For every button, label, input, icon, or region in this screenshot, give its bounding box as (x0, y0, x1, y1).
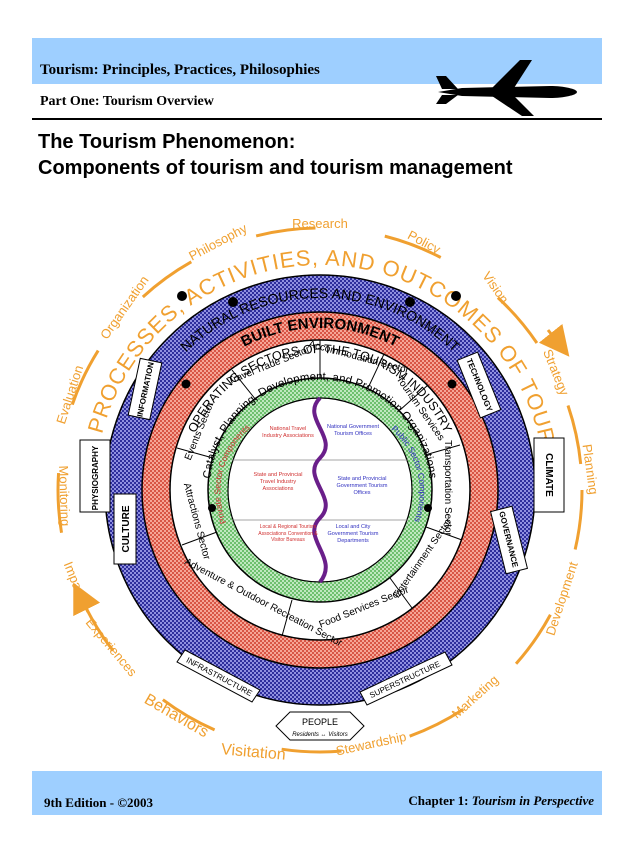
title-line-2: Components of tourism and tourism manage… (38, 157, 513, 179)
term-marketing: Marketing (449, 672, 501, 721)
term-behaviors: Behaviors (141, 691, 211, 741)
term-planning: Planning (580, 443, 602, 495)
public-orgs: National Government Tourism Offices Stat… (327, 424, 388, 544)
tourism-components-diagram: THE PROCESSES, ACTIVITIES, AND OUTCOMES … (53, 216, 602, 764)
org-national-government: National Government Tourism Offices (327, 424, 379, 437)
built-bullet-right (405, 297, 415, 307)
term-evaluation: Evaluation (53, 363, 86, 425)
catalyst-bullet-right (424, 504, 432, 512)
people-box: PEOPLE Residents ↔ Visitors (275, 711, 365, 741)
header-band: Tourism: Principles, Practices, Philosop… (32, 38, 602, 84)
people-sub: Residents ↔ Visitors (292, 732, 348, 738)
org-state-travel: State and Provincial Travel Industry Ass… (253, 472, 303, 492)
term-strategy: Strategy (540, 347, 572, 398)
edition-label: 9th Edition - ©2003 (44, 795, 154, 810)
header-rule (32, 118, 602, 120)
org-national-travel: National Travel Industry Associations (262, 426, 314, 439)
sector-dividers (176, 340, 463, 637)
natural-bullet-left (177, 291, 187, 301)
series-title: Tourism: Principles, Practices, Philosop… (40, 62, 320, 78)
term-development: Development (543, 560, 581, 638)
org-local-government: Local and City Government Tourism Depart… (327, 524, 379, 544)
term-vision: Vision (479, 269, 511, 306)
org-state-government: State and Provincial Government Tourism … (336, 476, 388, 496)
term-visitation: Visitation (220, 741, 286, 764)
item-physiography: PHYSIOGRAPHY (91, 445, 100, 510)
item-climate: CLIMATE (543, 453, 554, 497)
term-philosophy: Philosophy (186, 220, 250, 263)
part-title: Part One: Tourism Overview (40, 94, 214, 109)
footer-band: 9th Edition - ©2003 Chapter 1: Tourism i… (32, 771, 602, 815)
page-title: The Tourism Phenomenon: Components of to… (38, 129, 512, 181)
natural-bullet-right (451, 291, 461, 301)
chapter-number: Chapter 1: (408, 793, 469, 808)
term-impacts: Impacts (61, 559, 92, 607)
people-label: PEOPLE (302, 717, 338, 727)
natural-items: INFORMATION PHYSIOGRAPHY CULTURE TECHNOL… (79, 351, 565, 575)
term-policy: Policy (405, 227, 443, 257)
item-culture: CULTURE (121, 505, 132, 552)
term-research: Research (292, 216, 348, 231)
process-circle (56, 226, 584, 754)
term-experiences: Experiences (83, 615, 141, 680)
sectors-bullet-left (181, 379, 191, 389)
term-monitoring: Monitoring (56, 465, 73, 526)
org-local-tourism: Local & Regional Tourism Associations Co… (258, 524, 318, 543)
sector-transportation: Transportation Sector (442, 440, 453, 536)
airplane-icon (436, 60, 577, 116)
chapter-title: Tourism in Perspective (471, 793, 594, 808)
title-line-1: The Tourism Phenomenon: (38, 131, 296, 153)
sectors-bullet-right (447, 379, 457, 389)
private-public-divider (312, 396, 328, 584)
chapter-label: Chapter 1: Tourism in Perspective (408, 793, 594, 809)
catalyst-bullet-left (208, 504, 216, 512)
private-orgs: National Travel Industry Associations St… (253, 426, 318, 543)
built-bullet-left (228, 297, 238, 307)
